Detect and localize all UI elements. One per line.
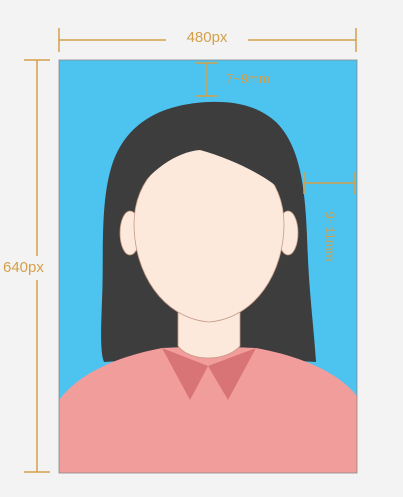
width-label: 480px [168, 30, 246, 45]
height-label: 640px [3, 259, 44, 276]
top-margin-label: 7~9mm [226, 72, 270, 85]
side-margin-label: 9~11mm [324, 202, 337, 272]
